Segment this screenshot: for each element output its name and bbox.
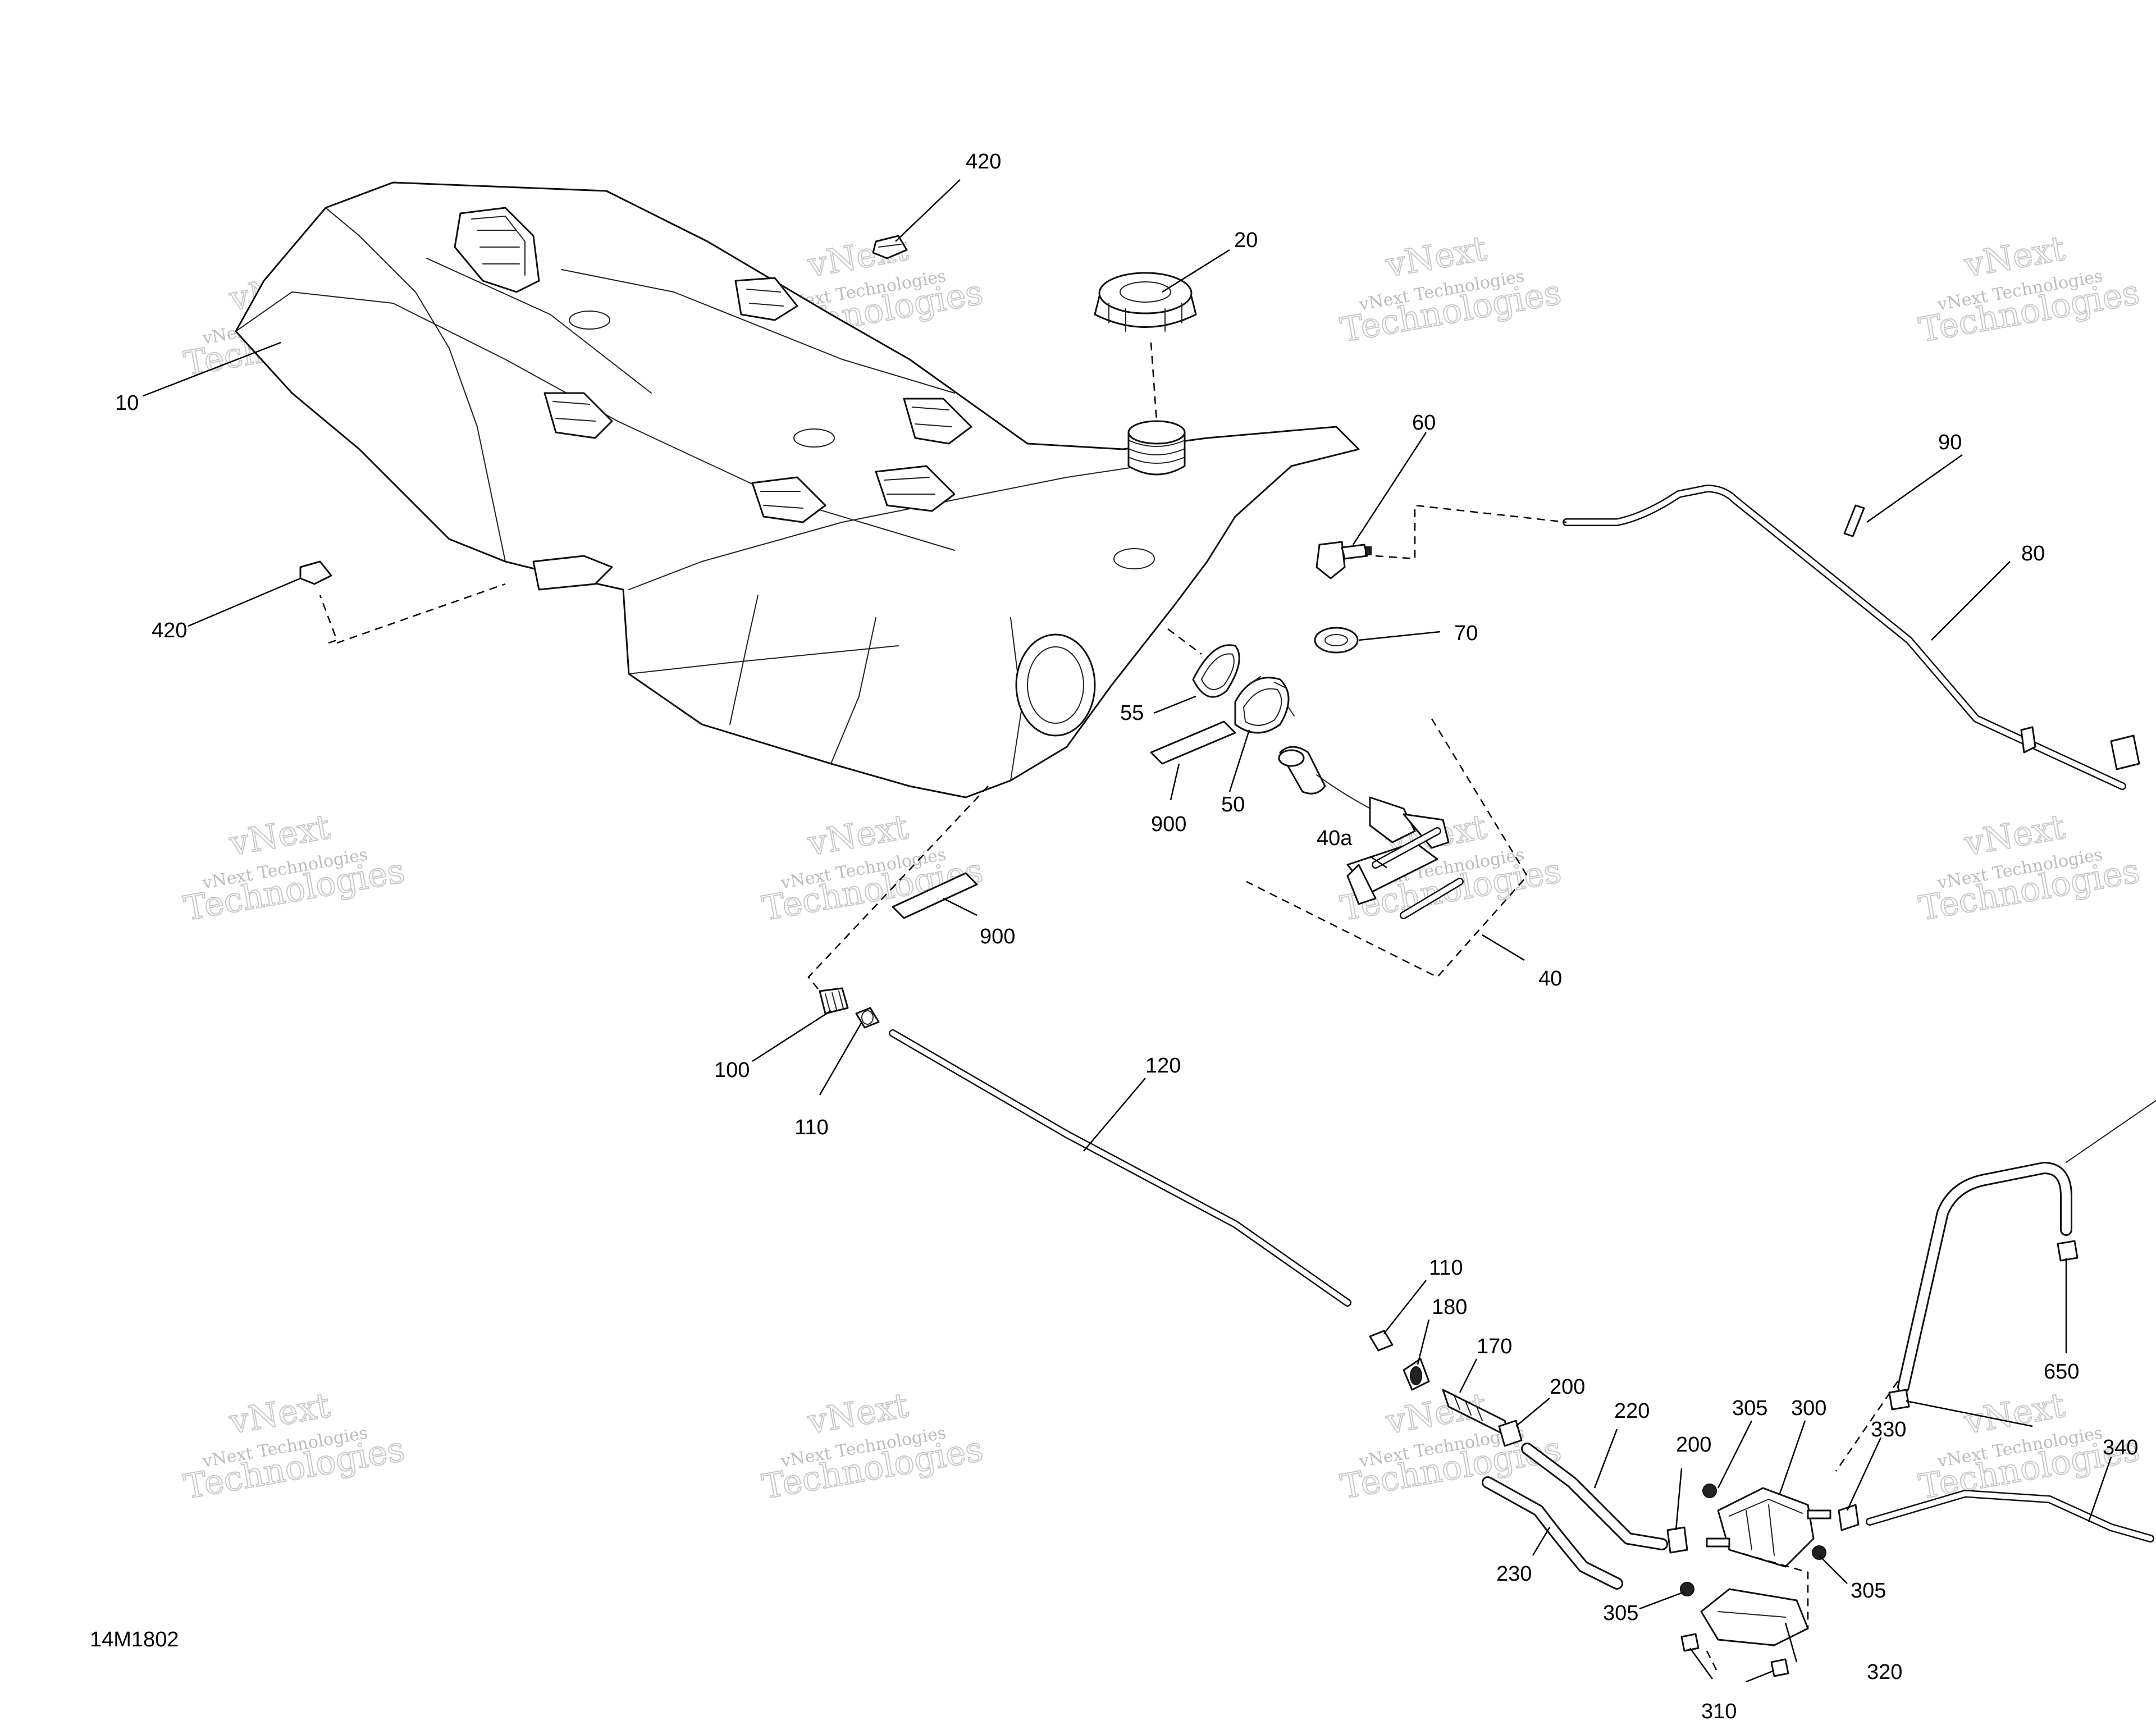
callout-310: 310 (1701, 1700, 1737, 1723)
vent-valve (1315, 541, 1372, 579)
bolt-310-right (1770, 1658, 1789, 1677)
tank-mount-pad (454, 207, 540, 293)
watermark: vNext vNext Technologies Technologies (181, 807, 408, 929)
nut-305-left (1680, 1582, 1694, 1596)
callout-labels: 10 20 420 420 60 70 90 80 55 50 900 40a … (90, 150, 2138, 1723)
hose-230 (1482, 1476, 1623, 1590)
tank-mount-pad (734, 277, 798, 321)
watermark: vNext vNext Technologies Technologies (759, 1385, 986, 1508)
assembly-lines (319, 342, 1899, 1674)
foam-pad-900-top (1150, 720, 1236, 765)
callout-90: 90 (1938, 431, 1962, 454)
callout-200-right: 200 (1676, 1433, 1711, 1457)
fuel-pump-assembly (1246, 718, 1528, 978)
grommet (1314, 627, 1359, 654)
hose-220 (1521, 1443, 1668, 1550)
clamp-110-bottom (1369, 1330, 1394, 1352)
watermark: vNext vNext Technologies Technologies (1916, 229, 2143, 351)
callout-10: 10 (115, 391, 139, 415)
callout-40a: 40a (1317, 827, 1353, 850)
callout-20: 20 (1234, 229, 1258, 252)
watermark: vNext vNext Technologies Technologies (181, 1385, 408, 1508)
vent-tube (1563, 485, 2140, 790)
callout-330: 330 (1871, 1418, 1906, 1441)
fuel-filter-300 (1706, 1487, 1831, 1568)
callout-170: 170 (1477, 1335, 1512, 1358)
clamp-330 (1838, 1504, 1860, 1531)
tank-mount-pad (751, 476, 826, 523)
callout-200-left: 200 (1550, 1375, 1585, 1399)
callout-900-bottom: 900 (980, 925, 1015, 948)
callout-80: 80 (2021, 542, 2045, 565)
callout-50: 50 (1221, 793, 1245, 816)
callout-305-right: 305 (1851, 1579, 1886, 1603)
fitting-180 (1403, 1358, 1430, 1391)
tank-mount-pad (543, 392, 613, 439)
fuel-line-120 (889, 1029, 1351, 1307)
tank-mount-pad (875, 465, 956, 512)
callout-180: 180 (1432, 1295, 1467, 1319)
callout-70: 70 (1454, 622, 1478, 645)
callout-320: 320 (1867, 1660, 1902, 1684)
clamp-200-left (1498, 1420, 1523, 1447)
diagram-code: 14M1802 (90, 1628, 179, 1651)
leader-lines (143, 179, 2112, 1683)
nut-305-top (1702, 1484, 1717, 1498)
callout-110-bottom: 110 (1429, 1256, 1463, 1280)
clamp-650-bottom (1888, 1389, 1910, 1411)
pump-seal (1192, 644, 1240, 698)
bolt-310-left (1680, 1633, 1700, 1652)
clamp-650-top (2057, 1240, 2079, 1262)
filler-neck (1127, 420, 1186, 476)
vent-check-valve (1843, 504, 1865, 537)
tank-mount-pad (903, 398, 972, 445)
bracket-320 (1700, 1588, 1809, 1646)
callout-110-top: 110 (794, 1116, 829, 1139)
callout-420-left: 420 (152, 619, 187, 642)
hose-340 (1866, 1490, 2154, 1543)
clamp-200-right (1666, 1526, 1688, 1554)
callout-230: 230 (1496, 1562, 1532, 1586)
callout-40: 40 (1538, 967, 1562, 991)
tank-clip-420-top (872, 235, 908, 259)
callout-300: 300 (1791, 1397, 1826, 1420)
watermark: vNext vNext Technologies Technologies (1916, 807, 2143, 929)
callout-100: 100 (714, 1058, 750, 1082)
callout-55: 55 (1120, 701, 1144, 725)
callout-120: 120 (1145, 1054, 1181, 1078)
fitting-100 (819, 987, 849, 1015)
fuel-tank (235, 181, 1360, 798)
callout-60: 60 (1412, 411, 1436, 435)
pump-locking-ring (1234, 676, 1295, 734)
callout-220: 220 (1614, 1399, 1650, 1423)
nut-305-right (1812, 1545, 1826, 1560)
tank-clip-420-left (299, 560, 332, 585)
watermark: vNext vNext Technologies Technologies (759, 807, 986, 929)
callout-340: 340 (2103, 1436, 2138, 1459)
fuel-cap (1094, 272, 1197, 332)
watermark: vNext vNext Technologies Technologies (1337, 229, 1565, 351)
callout-420-top: 420 (966, 150, 1001, 174)
callout-305-top: 305 (1732, 1397, 1767, 1420)
callout-900-top: 900 (1151, 813, 1186, 836)
foam-pad-900-bottom (892, 872, 978, 919)
callout-650: 650 (2044, 1360, 2079, 1384)
return-hose (1897, 1100, 2156, 1393)
callout-305-left: 305 (1603, 1601, 1638, 1625)
